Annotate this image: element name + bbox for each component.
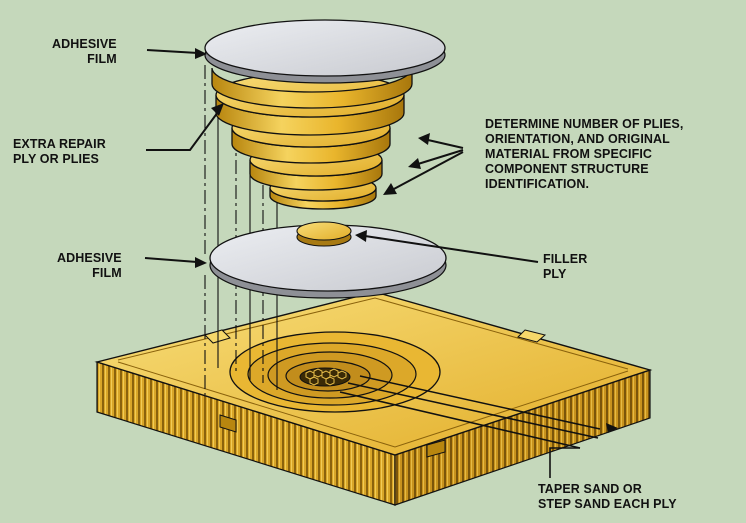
label-line: PLY: [543, 267, 567, 281]
label-adhesive-film-middle: ADHESIVE FILM: [57, 251, 122, 281]
stepped-recess: [229, 331, 441, 413]
label-filler-ply: FILLER PLY: [543, 252, 587, 282]
label-line: ORIENTATION, AND ORIGINAL: [485, 132, 670, 146]
label-line: TAPER SAND OR: [538, 482, 642, 496]
label-line: FILM: [92, 266, 122, 280]
label-line: ADHESIVE: [57, 251, 122, 265]
label-line: MATERIAL FROM SPECIFIC: [485, 147, 653, 161]
label-line: IDENTIFICATION.: [485, 177, 590, 191]
repair-ply-stack: [211, 67, 413, 210]
leader-arrows: [144, 48, 618, 478]
label-line: DETERMINE NUMBER OF PLIES,: [485, 117, 684, 131]
adhesive-film-middle: [209, 224, 447, 299]
label-adhesive-film-top: ADHESIVE FILM: [52, 37, 117, 67]
label-line: STEP SAND EACH PLY: [538, 497, 677, 511]
filler-ply-disc: [296, 221, 352, 247]
label-line: PLY OR PLIES: [13, 152, 99, 166]
label-line: FILLER: [543, 252, 588, 266]
label-determine-plies: DETERMINE NUMBER OF PLIES, ORIENTATION, …: [485, 117, 683, 192]
label-line: EXTRA REPAIR: [13, 137, 106, 151]
label-line: COMPONENT STRUCTURE: [485, 162, 649, 176]
label-line: FILM: [87, 52, 117, 66]
label-line: ADHESIVE: [52, 37, 117, 51]
adhesive-film-top: [204, 19, 446, 84]
label-extra-repair-ply: EXTRA REPAIR PLY OR PLIES: [13, 137, 106, 167]
label-taper-sand: TAPER SAND OR STEP SAND EACH PLY: [538, 482, 677, 512]
